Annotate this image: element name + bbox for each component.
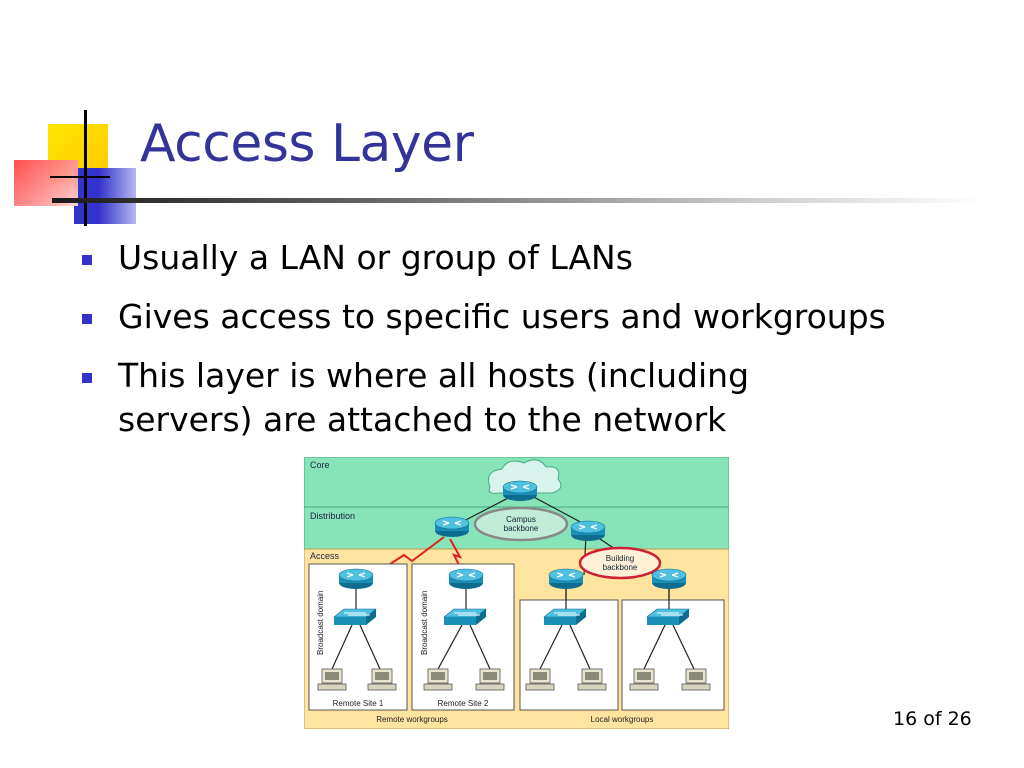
access-router-icon [548, 568, 584, 590]
distribution-label: Distribution [310, 511, 355, 521]
page-number: 16 of 26 [893, 708, 972, 730]
pc-icon [367, 668, 397, 691]
bullet-text: Usually a LAN or group of LANs [118, 238, 633, 277]
logo-decoration [0, 0, 140, 230]
broadcast-domain-label: Broadcast domain [420, 591, 429, 655]
pc-icon [525, 668, 555, 691]
pc-icon [681, 668, 711, 691]
distribution-router-icon [570, 520, 606, 542]
access-router-icon [338, 568, 374, 590]
title-underline [52, 198, 982, 203]
bullet-text: This layer is where all hosts (including… [118, 356, 750, 439]
broadcast-domain-label: Broadcast domain [316, 591, 325, 655]
local-workgroups-label: Local workgroups [591, 715, 654, 724]
bullet-text: Gives access to specific users and workg… [118, 297, 886, 336]
access-links [331, 583, 695, 670]
campus-backbone-ring [473, 506, 569, 542]
distribution-router-icon [434, 516, 470, 538]
pc-icon [577, 668, 607, 691]
vertical-line [84, 110, 87, 226]
bullet-list: Usually a LAN or group of LANs Gives acc… [82, 236, 1012, 457]
bullet-square-icon [82, 255, 92, 265]
remote-workgroups-label: Remote workgroups [376, 715, 448, 724]
pc-icon [423, 668, 453, 691]
horizontal-line [50, 176, 110, 178]
pc-icon [475, 668, 505, 691]
remote-site-1-label: Remote Site 1 [333, 699, 384, 708]
pc-icon [317, 668, 347, 691]
access-label: Access [310, 551, 340, 561]
bullet-item: Usually a LAN or group of LANs [82, 236, 1012, 280]
slide-title: Access Layer [140, 114, 474, 174]
remote-site-2-label: Remote Site 2 [438, 699, 489, 708]
access-router-icon [448, 568, 484, 590]
core-label: Core [310, 460, 330, 470]
pc-icon [629, 668, 659, 691]
bullet-item: Gives access to specific users and workg… [82, 295, 1012, 339]
bullet-square-icon [82, 373, 92, 383]
core-router-icon [502, 480, 538, 502]
bullet-item: This layer is where all hosts (including… [82, 354, 878, 442]
bullet-square-icon [82, 314, 92, 324]
building-backbone-ring [578, 546, 662, 580]
access-router-icon [651, 568, 687, 590]
